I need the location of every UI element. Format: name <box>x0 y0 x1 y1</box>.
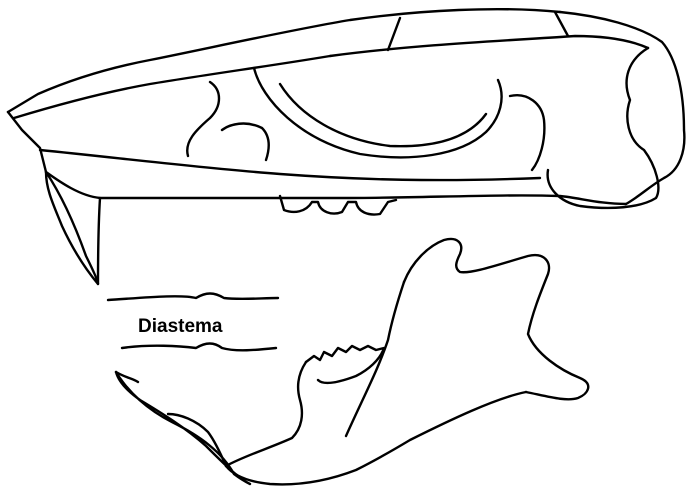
occipital-suture <box>555 12 568 36</box>
diastema-lower-wave <box>122 344 276 351</box>
lower-incisor-outline <box>116 372 250 484</box>
mandible-lower-border <box>226 392 526 484</box>
cranial-suture <box>388 18 400 50</box>
orbit-curl <box>222 124 269 160</box>
lower-incisor <box>116 372 250 484</box>
zygomatic-arch-inner <box>280 84 486 146</box>
skull-roof <box>330 36 648 56</box>
mandible <box>168 239 588 484</box>
diastema-upper-wave <box>108 294 278 301</box>
cranium <box>8 9 684 214</box>
upper-incisor-root <box>98 198 100 284</box>
mandible-ramus-line <box>346 282 404 436</box>
zygomatic-base <box>40 150 540 180</box>
infraorbital-curl <box>187 82 219 156</box>
diastema-label: Diastema <box>138 316 223 337</box>
diastema-marker: Diastema <box>108 294 278 351</box>
mandible-coronoid-process <box>404 239 588 399</box>
postorbital-line <box>510 95 544 170</box>
mandible-body-front <box>226 362 306 466</box>
snout-tip <box>8 112 46 172</box>
occipital-condyle <box>548 48 659 208</box>
